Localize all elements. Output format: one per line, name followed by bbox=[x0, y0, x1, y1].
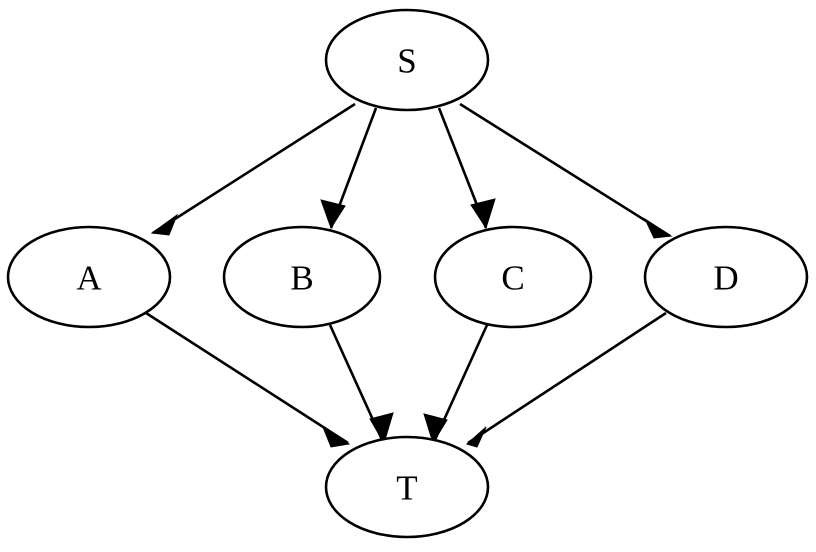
edge-c-to-t-arrowhead bbox=[423, 413, 448, 445]
edge-s-to-a[interactable] bbox=[150, 102, 356, 236]
edge-d-to-t[interactable] bbox=[466, 311, 667, 448]
node-t[interactable]: T bbox=[324, 435, 490, 539]
node-c-ellipse bbox=[433, 225, 593, 329]
edge-a-to-t-arrowhead bbox=[321, 425, 351, 448]
node-s[interactable]: S bbox=[324, 8, 490, 112]
node-a[interactable]: A bbox=[6, 225, 172, 329]
edge-d-to-t-line bbox=[467, 311, 667, 445]
edge-s-to-a-line bbox=[152, 102, 356, 235]
edge-a-to-t[interactable] bbox=[145, 311, 351, 448]
node-d-label: D bbox=[713, 259, 738, 298]
edge-s-to-d-arrowhead bbox=[643, 217, 673, 239]
edge-s-to-b-arrowhead bbox=[320, 199, 346, 230]
edge-s-to-d-line bbox=[459, 102, 671, 238]
edge-b-to-t[interactable] bbox=[328, 324, 394, 445]
edge-s-to-b[interactable] bbox=[320, 107, 378, 230]
edge-s-to-c-arrowhead bbox=[470, 198, 496, 230]
edge-s-to-d[interactable] bbox=[459, 102, 673, 239]
node-d[interactable]: D bbox=[643, 225, 809, 329]
node-t-label: T bbox=[396, 469, 417, 508]
edge-s-to-a-arrowhead bbox=[150, 213, 179, 236]
edge-s-to-c[interactable] bbox=[437, 107, 496, 230]
node-s-ellipse bbox=[324, 8, 490, 112]
node-c-label: C bbox=[501, 259, 524, 298]
edge-b-to-t-arrowhead bbox=[369, 412, 394, 445]
node-t-ellipse bbox=[324, 435, 490, 539]
edge-layer bbox=[145, 102, 673, 448]
node-b-ellipse bbox=[222, 225, 382, 329]
node-a-ellipse bbox=[6, 225, 172, 329]
node-c[interactable]: C bbox=[433, 225, 593, 329]
node-b-label: B bbox=[290, 259, 313, 298]
node-b[interactable]: B bbox=[222, 225, 382, 329]
edge-c-to-t[interactable] bbox=[423, 324, 489, 445]
node-s-label: S bbox=[397, 42, 416, 81]
edge-d-to-t-arrowhead bbox=[466, 426, 487, 448]
node-a-label: A bbox=[76, 259, 102, 298]
node-d-ellipse bbox=[643, 225, 809, 329]
node-layer: S A B C D T bbox=[6, 8, 809, 539]
edge-a-to-t-line bbox=[145, 311, 349, 445]
